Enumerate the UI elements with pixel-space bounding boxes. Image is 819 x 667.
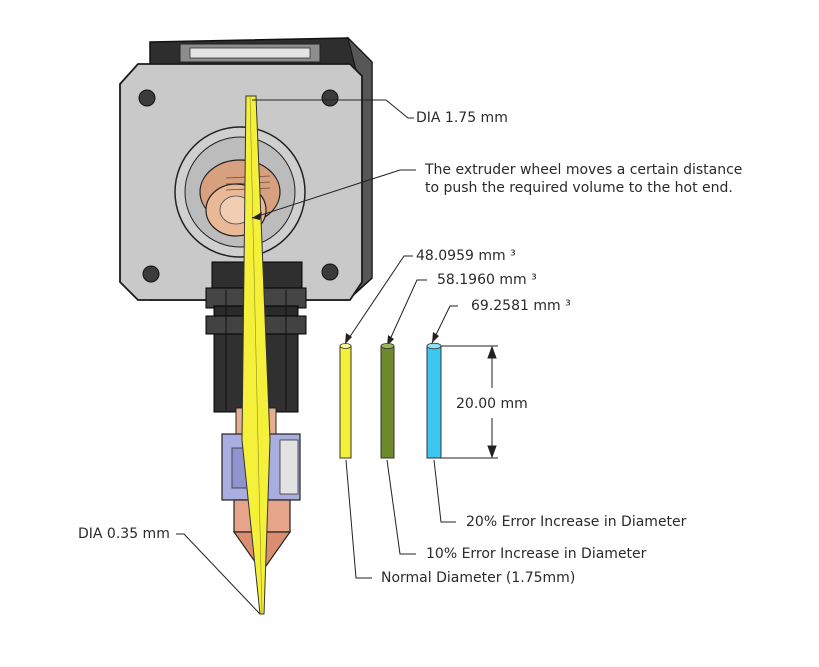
label-error-10: 10% Error Increase in Diameter (426, 546, 647, 562)
mount-hole-icon (321, 89, 339, 107)
label-volume-green: 58.1960 mm ³ (437, 272, 537, 288)
leader-lines (176, 99, 458, 615)
label-dia-in: DIA 1.75 mm (416, 110, 508, 126)
label-normal: Normal Diameter (1.75mm) (381, 570, 576, 586)
label-wheel-line2: to push the required volume to the hot e… (425, 180, 733, 196)
sample-green (380, 342, 395, 459)
label-wheel-line1: The extruder wheel moves a certain dista… (425, 162, 743, 178)
label-dia-out: DIA 0.35 mm (78, 526, 170, 542)
stepper-motor (119, 36, 373, 301)
label-error-20: 20% Error Increase in Diameter (466, 514, 687, 530)
sample-blue (426, 342, 442, 459)
label-volume-blue: 69.2581 mm ³ (471, 298, 571, 314)
sample-yellow (339, 343, 352, 459)
mount-hole-icon (142, 265, 160, 283)
label-volume-yellow: 48.0959 mm ³ (416, 248, 516, 264)
length-dimension (441, 345, 498, 459)
label-length: 20.00 mm (456, 396, 528, 412)
mount-hole-icon (321, 263, 339, 281)
mount-hole-icon (138, 89, 156, 107)
